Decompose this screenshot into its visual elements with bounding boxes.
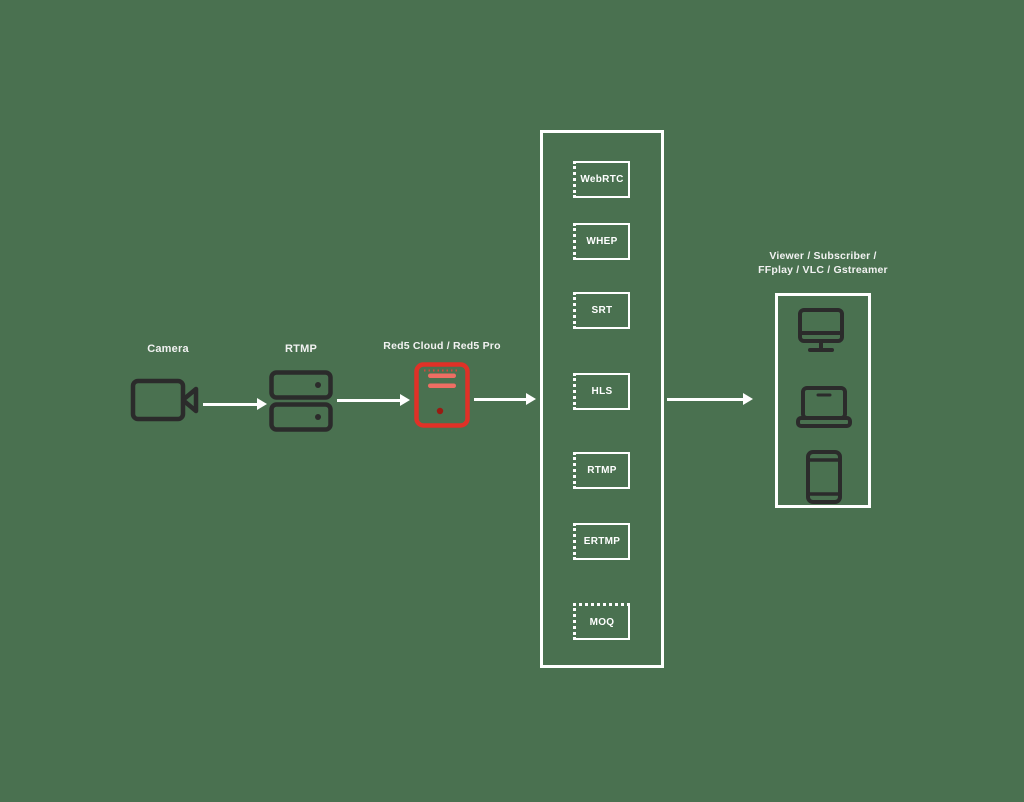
viewer-label-line2: FFplay / VLC / Gstreamer: [758, 263, 888, 276]
desktop-monitor-icon: [798, 308, 844, 354]
protocol-box-hls: HLS: [573, 373, 630, 410]
protocol-box-webrtc: WebRTC: [573, 161, 630, 198]
rtmp-encoder-label: RTMP: [285, 343, 317, 355]
arrow-protocols-to-viewer: [667, 393, 753, 405]
protocol-box-ertmp: ERTMP: [573, 523, 630, 560]
arrow-red5-to-protocols: [474, 393, 536, 405]
protocol-box-rtmp: RTMP: [573, 452, 630, 489]
protocol-box-whep: WHEP: [573, 223, 630, 260]
red5-label: Red5 Cloud / Red5 Pro: [383, 340, 501, 352]
protocols-container: [540, 130, 664, 668]
camera-label: Camera: [147, 343, 189, 355]
smartphone-icon: [806, 450, 842, 504]
red5-server-icon: [414, 362, 470, 428]
arrow-camera-to-rtmp: [203, 398, 267, 410]
encoder-servers-icon: [269, 370, 333, 432]
video-camera-icon: [130, 378, 200, 422]
viewer-label: Viewer / Subscriber / FFplay / VLC / Gst…: [750, 250, 896, 277]
viewer-devices-box: [775, 293, 871, 508]
protocol-box-srt: SRT: [573, 292, 630, 329]
protocol-box-moq: MOQ: [573, 603, 630, 640]
viewer-label-line1: Viewer / Subscriber /: [769, 250, 877, 262]
arrow-rtmp-to-red5: [337, 394, 410, 406]
laptop-icon: [796, 386, 852, 430]
